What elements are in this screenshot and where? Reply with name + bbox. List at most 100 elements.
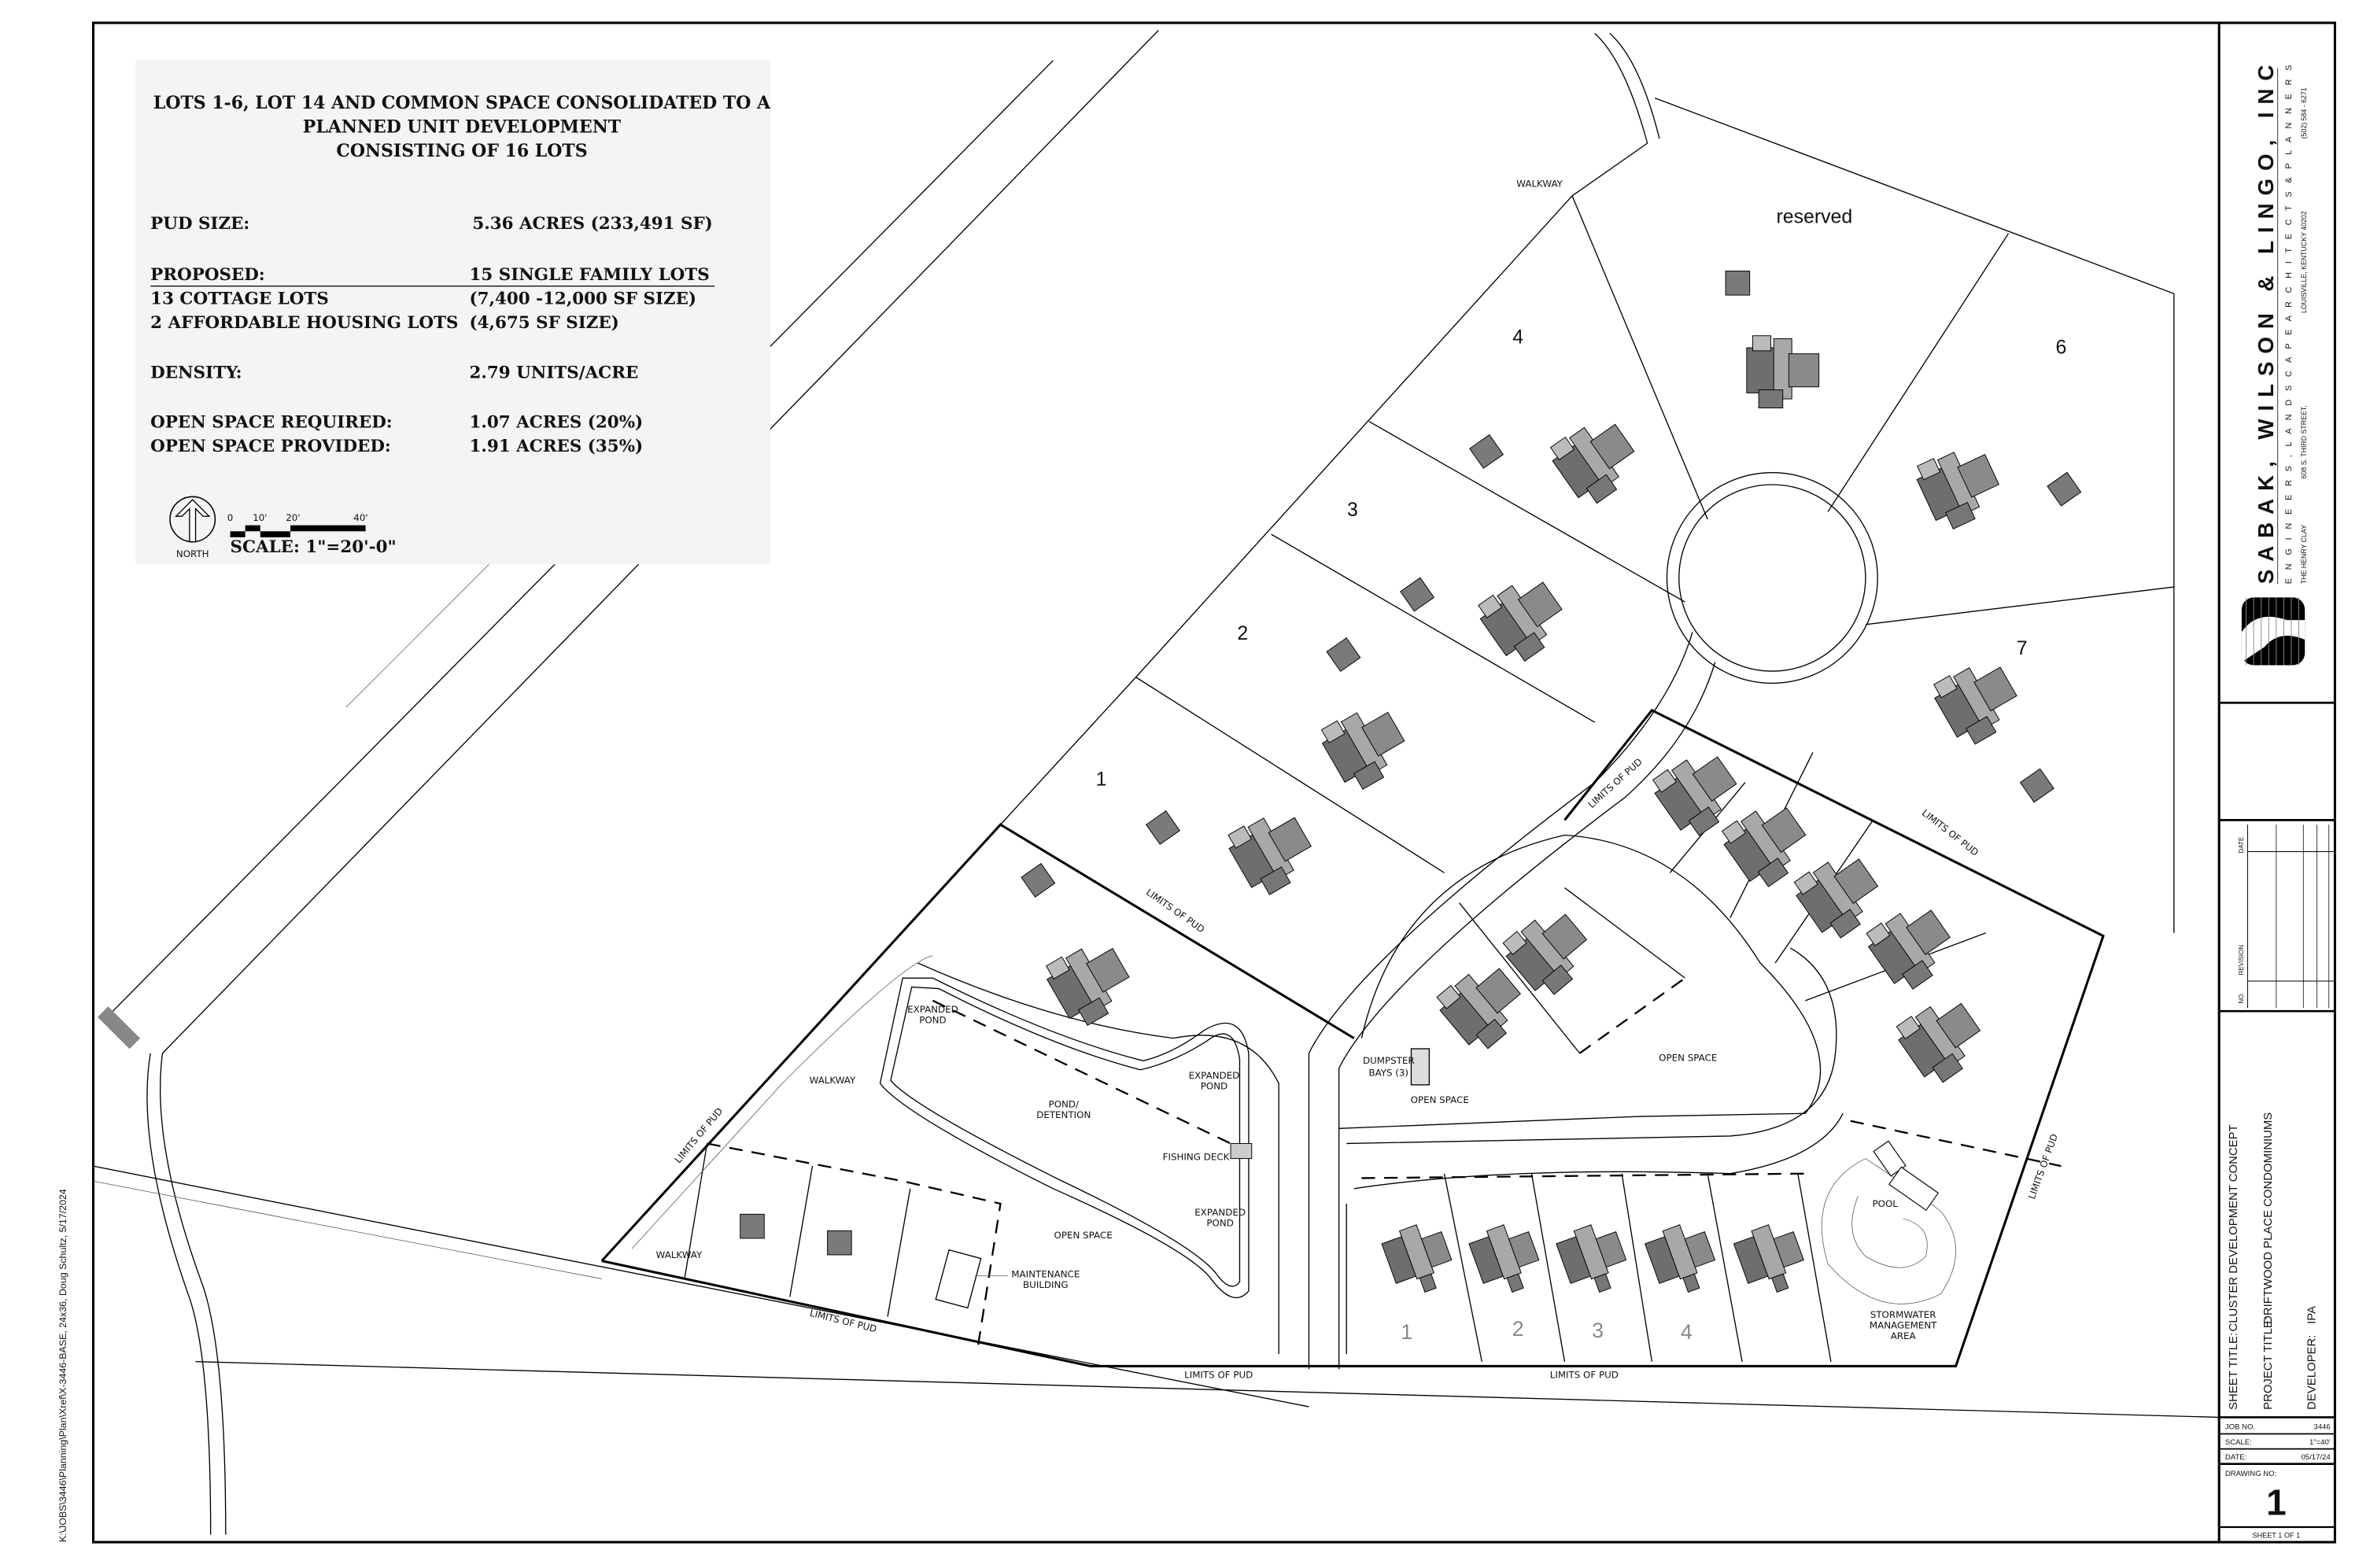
garage-footprint <box>827 1230 852 1256</box>
note-value: 2.79 UNITS/ACRE <box>470 363 639 382</box>
job-no: 3446 <box>2313 1423 2330 1432</box>
note-value: (4,675 SF SIZE) <box>470 313 619 333</box>
lot-label: 7 <box>2017 638 2028 659</box>
notes-title-line: PLANNED UNIT DEVELOPMENT <box>303 117 622 138</box>
house-footprint <box>1502 913 1588 995</box>
garage-footprint <box>740 1213 765 1239</box>
dumpster-bays-label: BAYS (3) <box>1368 1067 1408 1078</box>
expanded-pond-label: EXPANDED <box>1189 1070 1240 1081</box>
scale-tick: 10' <box>253 512 267 523</box>
limits-of-pud-label: LIMITS OF PUD <box>1184 1370 1253 1381</box>
limits-of-pud-label: LIMITS OF PUD <box>1550 1370 1619 1381</box>
drawing-no-label: DRAWING NO: <box>2225 1470 2276 1478</box>
address-building: THE HENRY CLAY <box>2300 525 2308 584</box>
garage-footprint <box>1021 862 1056 898</box>
title-block: SABAK, WILSON & LINGO, INC E N G I N E E… <box>2217 23 2335 1543</box>
note-label: DENSITY: <box>150 363 242 382</box>
cottage-footprint <box>1381 1224 1453 1293</box>
maintenance-building-label: BUILDING <box>1023 1279 1069 1290</box>
garage-footprint <box>1326 637 1361 673</box>
lot-label: 2 <box>1237 623 1248 644</box>
sheet-border <box>92 21 2336 1544</box>
house-footprint <box>1793 858 1879 939</box>
limits-of-pud-label: LIMITS OF PUD <box>1920 807 1981 858</box>
scale-value: 1"=40' <box>2309 1438 2331 1447</box>
developer-label: DEVELOPER: <box>2306 1335 2319 1410</box>
pool-label: POOL <box>1873 1198 1899 1209</box>
house-footprint <box>1320 711 1405 790</box>
cottage-lot-label: 2 <box>1512 1317 1524 1341</box>
cottage-footprint <box>1733 1224 1804 1293</box>
project-title: DRIFTWOOD PLACE CONDOMINIUMS <box>2262 1112 2275 1324</box>
north-arrow-icon <box>169 496 216 543</box>
note-label: PROPOSED: <box>150 265 265 285</box>
scale-bar <box>230 525 366 537</box>
garage-footprint <box>1400 577 1435 612</box>
note-label: OPEN SPACE PROVIDED: <box>150 437 391 456</box>
open-space-label: OPEN SPACE <box>1659 1052 1717 1063</box>
note-value: 1.91 ACRES (35%) <box>470 437 644 456</box>
house-footprint <box>1721 807 1807 887</box>
sheet-title: CLUSTER DEVELOPMENT CONCEPT <box>2228 1124 2240 1331</box>
firm-disciplines: E N G I N E E R S , L A N D S C A P E A … <box>2284 65 2294 585</box>
cottage-footprint <box>1556 1224 1627 1293</box>
house-footprint <box>1549 423 1635 504</box>
house-footprint <box>1896 1002 1981 1083</box>
open-space-label: OPEN SPACE <box>1054 1230 1113 1241</box>
cottage-footprint <box>1468 1224 1540 1293</box>
notes-panel: LOTS 1-6, LOT 14 AND COMMON SPACE CONSOL… <box>135 60 771 565</box>
maintenance-building-label: MAINTENANCE <box>1011 1269 1080 1280</box>
limits-of-pud-label: LIMITS OF PUD <box>809 1308 878 1335</box>
revision-header-no: NO. <box>2238 992 2245 1003</box>
building-footprints <box>740 271 2082 1293</box>
lot-label: 6 <box>2056 338 2067 359</box>
sheet-title-label: SHEET TITLE: <box>2228 1333 2240 1410</box>
cottage-lot-label: 1 <box>1401 1320 1412 1344</box>
stormwater-label: AREA <box>1891 1330 1916 1341</box>
cottage-lot-label: 3 <box>1592 1319 1604 1342</box>
scale-label: SCALE: 1"=20'-0" <box>231 537 397 557</box>
notes-title-line: LOTS 1-6, LOT 14 AND COMMON SPACE CONSOL… <box>153 93 771 113</box>
expanded-pond-label: EXPANDED <box>907 1004 958 1015</box>
walkway-label: WALKWAY <box>810 1075 856 1086</box>
address-street: 608 S. THIRD STREET, <box>2300 405 2308 478</box>
house-footprint <box>1746 335 1820 408</box>
note-value: 15 SINGLE FAMILY LOTS <box>470 265 710 285</box>
dumpster-bays-label: DUMPSTER <box>1363 1055 1415 1066</box>
note-label: PUD SIZE: <box>150 214 249 234</box>
cottage-lot-label: 4 <box>1681 1320 1693 1344</box>
garage-footprint <box>1725 271 1751 296</box>
pond-detention-label: POND/ <box>1049 1099 1079 1110</box>
expanded-pond-label: EXPANDED <box>1194 1207 1246 1218</box>
garage-footprint <box>2047 471 2082 507</box>
note-value: (7,400 -12,000 SF SIZE) <box>470 290 697 309</box>
walkway-label: WALKWAY <box>1516 178 1563 189</box>
house-footprint <box>1933 666 2018 745</box>
house-footprint <box>1227 817 1312 895</box>
phone: (502) 584 - 6271 <box>2300 87 2308 138</box>
house-footprint <box>1045 947 1130 1027</box>
house-footprint <box>1866 909 1951 990</box>
revision-header-date: DATE <box>2238 837 2245 854</box>
lot-label: reserved <box>1777 206 1853 227</box>
lot-label: 3 <box>1347 500 1358 521</box>
note-label: 2 AFFORDABLE HOUSING LOTS <box>150 313 458 333</box>
expanded-pond-label: POND <box>1201 1081 1227 1092</box>
file-path: K:\JOBS\3446\Planning\Plan\Xref\X-3446-B… <box>57 1189 68 1542</box>
note-label: OPEN SPACE REQUIRED: <box>150 412 393 432</box>
firm-name: SABAK, WILSON & LINGO, INC <box>2254 65 2278 585</box>
garage-footprint <box>1145 810 1180 845</box>
open-space-label: OPEN SPACE <box>1411 1094 1469 1105</box>
drawing-no: 1 <box>2266 1482 2287 1523</box>
date-label: DATE: <box>2225 1453 2246 1462</box>
notes-title-line: CONSISTING OF 16 LOTS <box>336 141 587 161</box>
job-no-label: JOB NO. <box>2225 1423 2255 1432</box>
cottage-footprint <box>1644 1224 1716 1293</box>
garage-footprint <box>2019 768 2054 803</box>
expanded-pond-label: POND <box>1206 1218 1233 1229</box>
fishing-deck-label: FISHING DECK <box>1163 1151 1231 1162</box>
pond-detention-label: DETENTION <box>1036 1109 1091 1120</box>
date-value: 05/17/24 <box>2302 1453 2331 1462</box>
stormwater-label: STORMWATER <box>1870 1309 1936 1320</box>
